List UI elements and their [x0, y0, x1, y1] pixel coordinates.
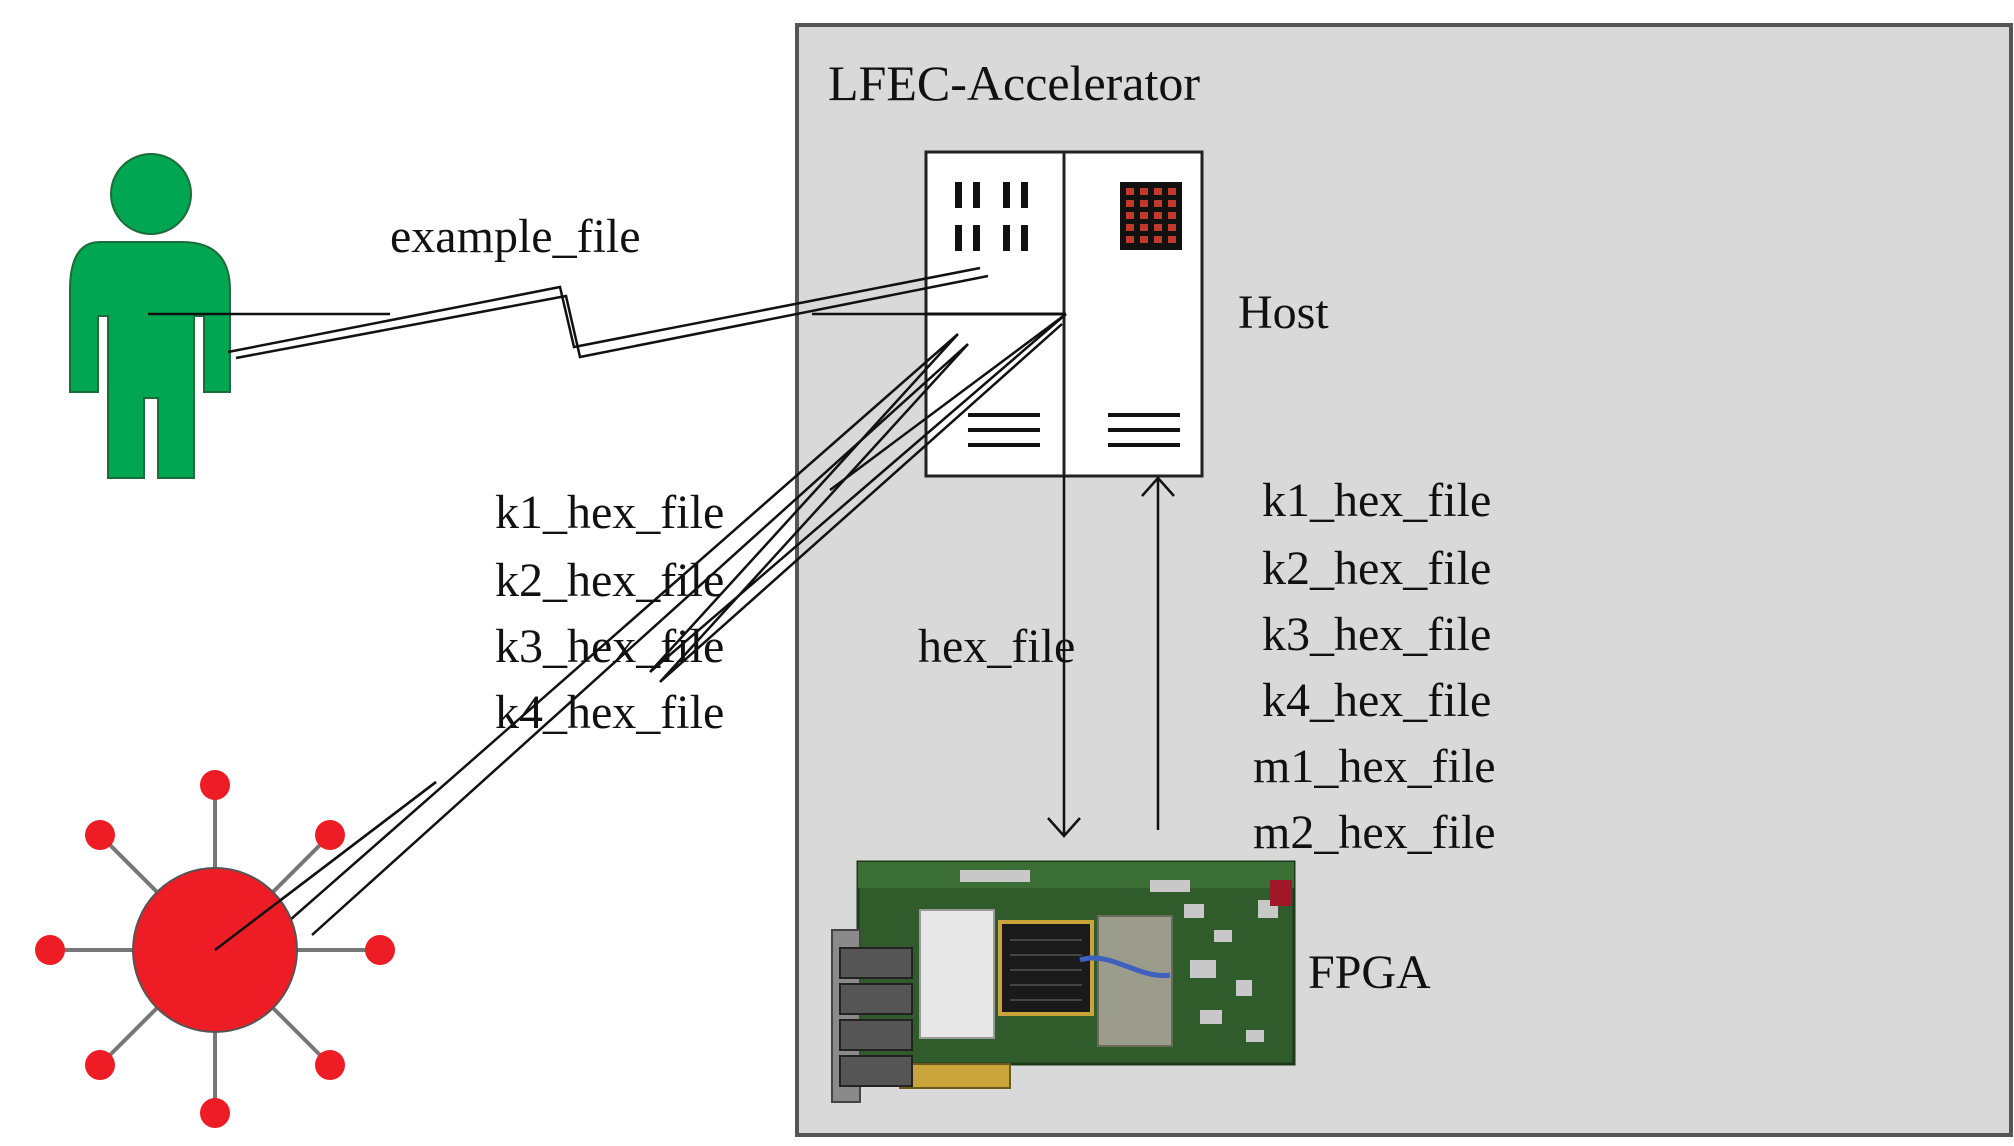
- accelerator-title: LFEC-Accelerator: [828, 55, 1200, 111]
- server-icon: [924, 150, 1204, 478]
- network-file-label: k3_hex_file: [495, 620, 724, 673]
- led-dot: [1126, 200, 1134, 207]
- led-dot: [1168, 236, 1176, 243]
- user-host-link: [148, 266, 1066, 360]
- led-dot: [1140, 188, 1148, 195]
- led-dot: [1140, 224, 1148, 231]
- led-dot: [1168, 224, 1176, 231]
- fpga-host-file-list: k1_hex_file k2_hex_file k3_hex_file k4_h…: [1253, 474, 1496, 859]
- fpga-file-label: m2_hex_file: [1253, 806, 1496, 859]
- led-dot: [1168, 200, 1176, 207]
- led-dot: [1154, 188, 1162, 195]
- fpga-file-label: k2_hex_file: [1262, 542, 1491, 595]
- fpga-label: FPGA: [1308, 946, 1431, 999]
- host-fpga-link-label: hex_file: [918, 620, 1075, 673]
- fpga-file-label: k3_hex_file: [1262, 608, 1491, 661]
- led-dot: [1126, 224, 1134, 231]
- host-label: Host: [1238, 286, 1329, 339]
- network-file-label: k1_hex_file: [495, 486, 724, 539]
- led-dot: [1126, 236, 1134, 243]
- person-icon: [69, 153, 231, 479]
- led-dot: [1154, 200, 1162, 207]
- network-host-file-list: k1_hex_file k2_hex_file k3_hex_file k4_h…: [495, 486, 724, 739]
- led-dot: [1154, 236, 1162, 243]
- fpga-file-label: k1_hex_file: [1262, 474, 1491, 527]
- led-dot: [1168, 212, 1176, 219]
- led-dot: [1140, 236, 1148, 243]
- user-host-link-label: example_file: [390, 210, 641, 263]
- fpga-file-label: m1_hex_file: [1253, 740, 1496, 793]
- led-dot: [1154, 224, 1162, 231]
- led-dot: [1140, 200, 1148, 207]
- led-dot: [1140, 212, 1148, 219]
- led-dot: [1126, 212, 1134, 219]
- network-file-label: k2_hex_file: [495, 554, 724, 607]
- fpga-board-icon: [831, 860, 1296, 1103]
- led-dot: [1168, 188, 1176, 195]
- fpga-file-label: k4_hex_file: [1262, 674, 1491, 727]
- network-file-label: k4_hex_file: [495, 686, 724, 739]
- host-fpga-arrows: [1047, 476, 1175, 838]
- led-dot: [1126, 188, 1134, 195]
- network-hub-icon: [35, 770, 437, 1128]
- led-dot: [1154, 212, 1162, 219]
